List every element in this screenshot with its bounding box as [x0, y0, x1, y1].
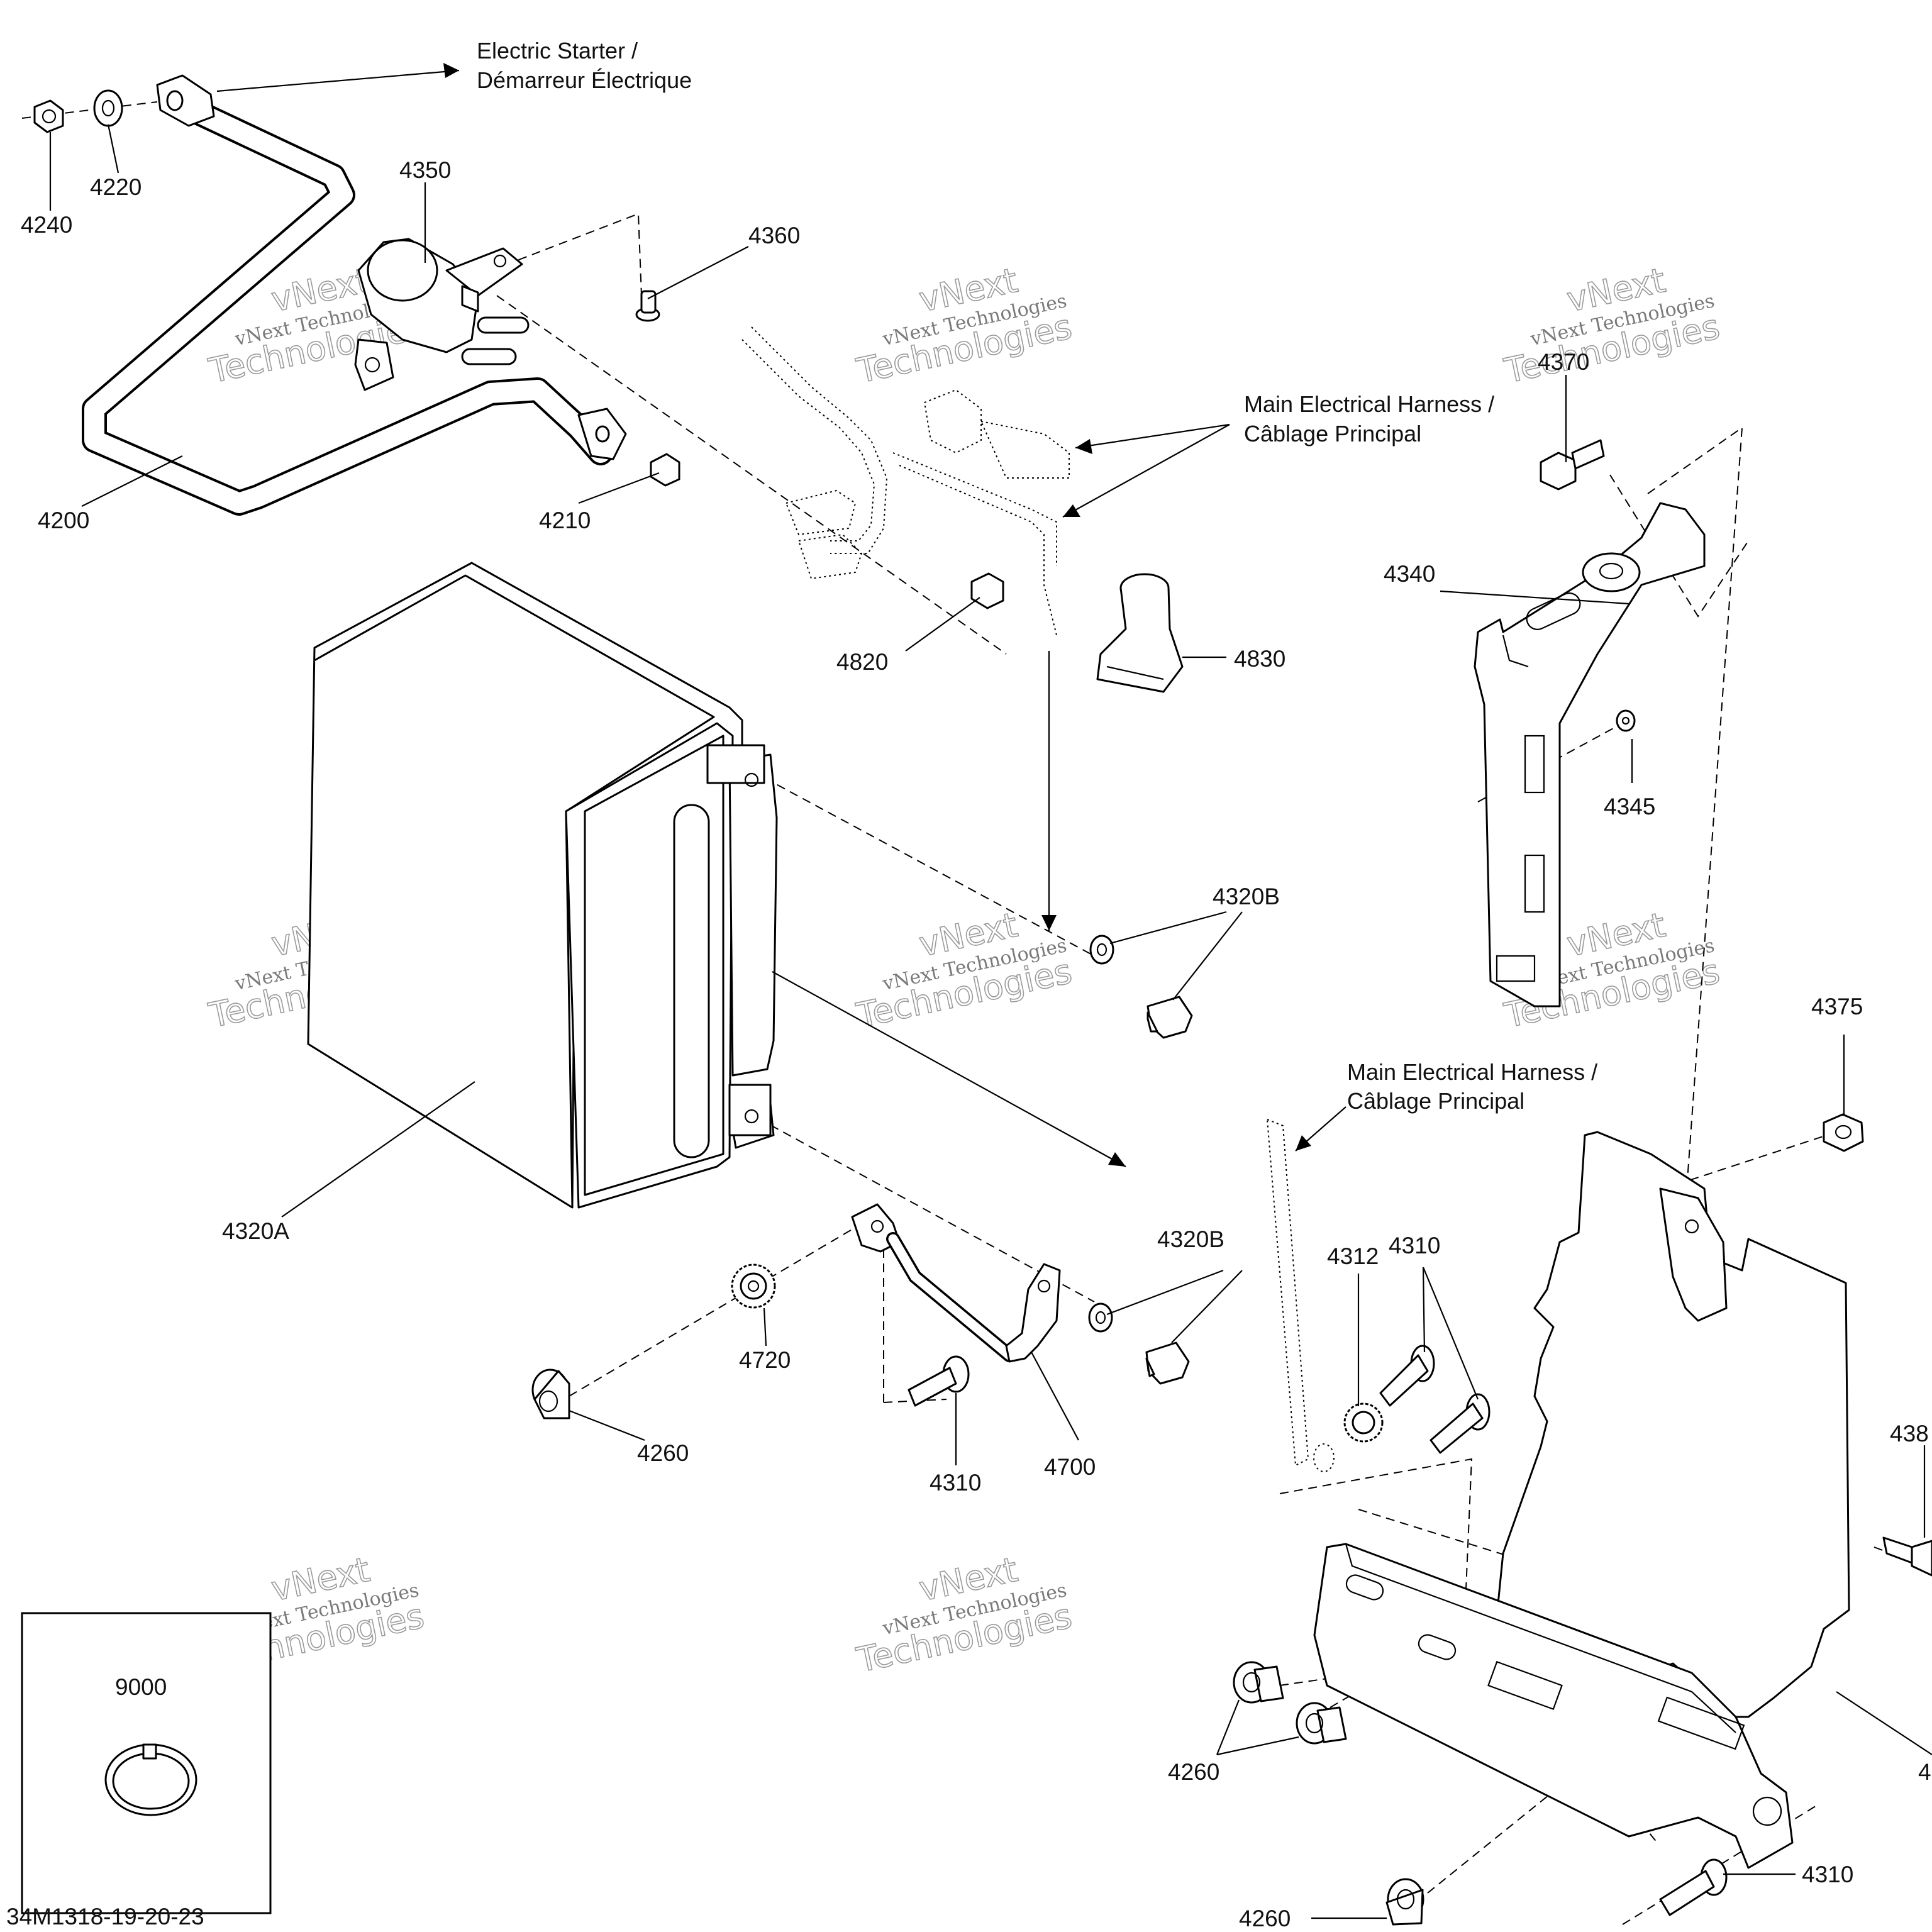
- part-label: 4320B: [1213, 884, 1280, 909]
- solenoid-4350: [354, 238, 530, 391]
- starter-cable-4200: [82, 74, 627, 516]
- bolt-4310: [1379, 1345, 1435, 1407]
- watermark: vNext vNext Technologies Technologies: [853, 904, 1076, 1036]
- battery-4320A: [307, 562, 778, 1209]
- watermark: vNext vNext Technologies Technologies: [853, 260, 1076, 391]
- diagram-code: 34M1318-19-20-23: [6, 1904, 204, 1929]
- part-label: 4340: [1384, 561, 1435, 587]
- part-label: 4830: [1234, 646, 1285, 672]
- part-labels: 4240 4220 4350 4360 4200 4210 4820 4830 …: [6, 157, 1931, 1931]
- part-label: 4260: [1168, 1759, 1219, 1785]
- spacer-4260: [531, 1368, 570, 1419]
- part-label: 9000: [115, 1674, 167, 1700]
- inset-box-9000: [21, 1612, 272, 1914]
- bolt-4310: [1430, 1393, 1491, 1454]
- callout-electric-starter: Electric Starter / Démarreur Électrique: [477, 38, 692, 93]
- bolt-4310: [1659, 1858, 1728, 1916]
- part-label: 4320A: [222, 1218, 289, 1244]
- part-label: 4370: [1538, 349, 1589, 375]
- battery-tray: [1313, 1131, 1850, 1869]
- part-label: 4260: [637, 1440, 689, 1466]
- nut-4345: [1616, 709, 1636, 732]
- washer-4320B: [1088, 1302, 1113, 1333]
- spacer-4260: [1233, 1661, 1284, 1704]
- part-label: 4200: [38, 508, 89, 533]
- callout-line: Câblage Principal: [1347, 1088, 1524, 1114]
- part-label: 4260: [1239, 1906, 1291, 1931]
- screw-4360: [635, 290, 660, 322]
- star-washer-4720: [731, 1263, 776, 1309]
- part-label: 4350: [399, 157, 451, 183]
- part-label: 4220: [90, 174, 142, 200]
- part-label: 4720: [739, 1347, 791, 1373]
- bolt-4320B: [1146, 996, 1193, 1039]
- part-label: 4700: [1044, 1454, 1096, 1480]
- bracket-4340: [1474, 502, 1706, 1008]
- callout-line: Main Electrical Harness /: [1244, 391, 1494, 417]
- part-label: 4375: [1811, 994, 1863, 1019]
- nut-4820: [970, 572, 1004, 609]
- part-label: 4820: [836, 649, 888, 675]
- leader-lines: [49, 124, 1932, 1919]
- callout-line: Câblage Principal: [1244, 421, 1421, 447]
- part-label: 4345: [1604, 794, 1655, 819]
- nut-4210: [650, 453, 680, 487]
- spacer-4260: [1296, 1702, 1347, 1745]
- star-washer-4312: [1343, 1402, 1384, 1443]
- nut-4240: [33, 99, 64, 133]
- part-label: 4360: [748, 223, 800, 248]
- callout-line: Electric Starter /: [477, 38, 638, 64]
- part-label: 4310: [1802, 1862, 1853, 1887]
- watermark: vNext vNext Technologies Technologies: [1501, 260, 1724, 391]
- part-label: 4312: [1327, 1243, 1379, 1269]
- bolt-438x: [1882, 1536, 1932, 1577]
- bolt-4310: [908, 1355, 970, 1407]
- callout-line: Démarreur Électrique: [477, 67, 692, 93]
- washer-4320B: [1089, 935, 1114, 965]
- watermark: vNext vNext Technologies Technologies: [853, 1549, 1076, 1680]
- bolt-4370: [1540, 439, 1605, 491]
- callout-line: Main Electrical Harness /: [1347, 1059, 1597, 1085]
- ground-strap-4700: [851, 1203, 1061, 1363]
- callout-main-harness-top: Main Electrical Harness / Câblage Princi…: [1244, 391, 1494, 447]
- part-label: 4: [1918, 1759, 1931, 1785]
- bolt-4320B: [1145, 1341, 1190, 1385]
- part-label: 4310: [1389, 1233, 1440, 1258]
- arrows: [216, 63, 1346, 1167]
- callout-main-harness-mid: Main Electrical Harness / Câblage Princi…: [1347, 1059, 1597, 1114]
- part-label: 438: [1890, 1421, 1929, 1446]
- part-label: 4310: [930, 1470, 981, 1496]
- boot-4830: [1096, 573, 1184, 693]
- part-label: 4210: [539, 508, 591, 533]
- main-harness: [741, 326, 1335, 1472]
- spacer-4260: [1385, 1878, 1424, 1926]
- nut-4375: [1823, 1113, 1864, 1152]
- part-label: 4240: [21, 212, 72, 238]
- part-label: 4320B: [1157, 1226, 1224, 1252]
- washer-4220: [93, 89, 123, 127]
